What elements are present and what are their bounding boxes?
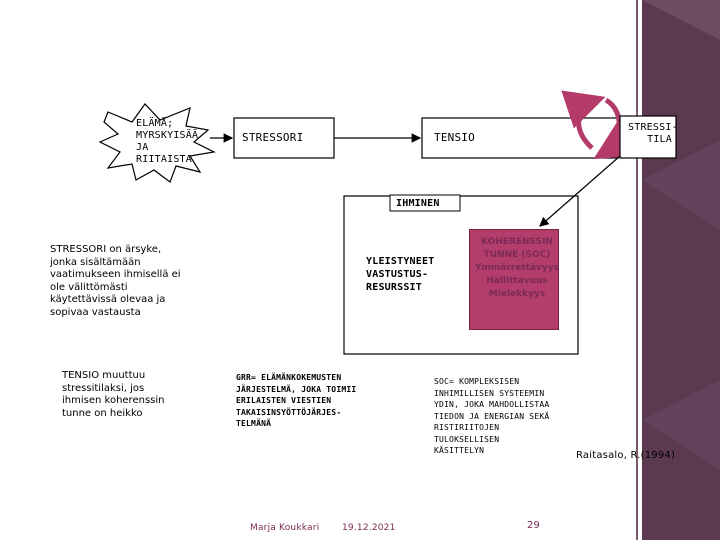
human-label-box <box>389 194 461 212</box>
resources-label: YLEISTYNEET VASTUSTUS- RESURSSIT <box>366 255 462 294</box>
stressor-box-label: STRESSORI <box>242 131 304 144</box>
grr-definition-line: ERILAISTEN VIESTIEN <box>236 396 332 405</box>
tension-definition-line: stressitilaksi, jos <box>62 382 145 394</box>
life-label-line: RIITAISTA <box>136 154 192 165</box>
page-number: 29 <box>527 520 541 531</box>
stressor-definition-line: jonka sisältämään <box>50 256 141 268</box>
coherence-line: Hallittavuus <box>486 276 548 286</box>
sidebar-triangle-pattern <box>642 0 720 470</box>
coherence-line: KOHERENSSIN <box>481 237 553 247</box>
coherence-line: TUNNE (SOC) <box>483 250 551 260</box>
cycle-arrow-left <box>561 90 606 150</box>
coherence-text: KOHERENSSIN TUNNE (SOC) Ymmärrettävyys H… <box>469 236 565 301</box>
resources-line: RESURSSIT <box>366 282 422 293</box>
stress-state-box <box>619 115 677 159</box>
tension-definition-line: tunne on heikko <box>62 407 143 419</box>
soc-definition-line: KÄSITTELYN <box>434 446 485 455</box>
coherence-box <box>469 229 559 330</box>
soc-definition-line: SOC= KOMPLEKSISEN <box>434 377 520 386</box>
coherence-line: Ymmärrettävyys <box>475 263 559 273</box>
footer-author: Marja Koukkari <box>250 523 320 533</box>
grr-definition-line: JÄRJESTELMÄ, JOKA TOIMII <box>236 384 357 394</box>
tension-definition-line: ihmisen koherenssin <box>62 395 165 406</box>
stressor-definition-line: ole välittömästi <box>50 281 128 293</box>
soc-definition-line: YDIN, JOKA MAHDOLLISTAA <box>434 400 550 409</box>
life-label-line: JA <box>136 142 149 153</box>
stressor-definition-line: sopivaa vastausta <box>50 306 141 318</box>
sidebar-divider-line <box>636 0 638 540</box>
life-label-line: MYRSKYISÄÄ <box>136 130 199 141</box>
resources-line: YLEISTYNEET <box>366 256 435 267</box>
tension-box-label: TENSIO <box>434 131 475 144</box>
cycle-arrow-right <box>593 97 639 160</box>
soc-definition: SOC= KOMPLEKSISEN INHIMILLISEN SYSTEEMIN… <box>434 376 549 457</box>
footer-date: 19.12.2021 <box>342 523 396 533</box>
stressor-definition-line: käytettävissä olevaa ja <box>50 294 166 305</box>
stress-state-label: STRESSI- TILA <box>628 122 678 146</box>
grr-definition-line: GRR= ELÄMÄNKOKEMUSTEN <box>236 373 342 382</box>
coherence-line: Mielekkyys <box>488 289 546 299</box>
soc-definition-line: TIEDON JA ENERGIAN SEKÄ <box>434 411 550 421</box>
stress-state-line: TILA <box>647 134 672 145</box>
soc-definition-line: RISTIRIITOJEN <box>434 423 500 432</box>
life-label: ELÄMÄ; MYRSKYISÄÄ JA RIITAISTA <box>136 118 216 166</box>
life-starburst <box>98 103 216 183</box>
grr-definition-line: TELMÄNÄ <box>236 419 272 428</box>
human-label: IHMINEN <box>396 198 440 209</box>
arrow-tension-to-soc <box>539 155 621 227</box>
stressor-definition: STRESSORI on ärsyke, jonka sisältämään v… <box>50 244 220 319</box>
grr-definition-line: TAKAISINSYÖTTÖJÄRJES- <box>236 407 342 417</box>
stressor-definition-line: vaatimukseen ihmisellä ei <box>50 269 181 280</box>
grr-definition: GRR= ELÄMÄNKOKEMUSTEN JÄRJESTELMÄ, JOKA … <box>236 372 356 430</box>
soc-definition-line: INHIMILLISEN SYSTEEMIN <box>434 388 545 398</box>
resources-line: VASTUSTUS- <box>366 269 429 280</box>
soc-definition-line: TULOKSELLISEN <box>434 434 500 444</box>
stressor-definition-line: STRESSORI on ärsyke, <box>50 244 162 255</box>
tension-definition-line: TENSIO muuttuu <box>62 370 146 381</box>
life-label-line: ELÄMÄ; <box>136 118 174 129</box>
tension-definition: TENSIO muuttuu stressitilaksi, jos ihmis… <box>62 370 202 420</box>
stress-state-line: STRESSI- <box>628 122 678 133</box>
citation: Raitasalo, R.(1994) <box>576 450 676 461</box>
